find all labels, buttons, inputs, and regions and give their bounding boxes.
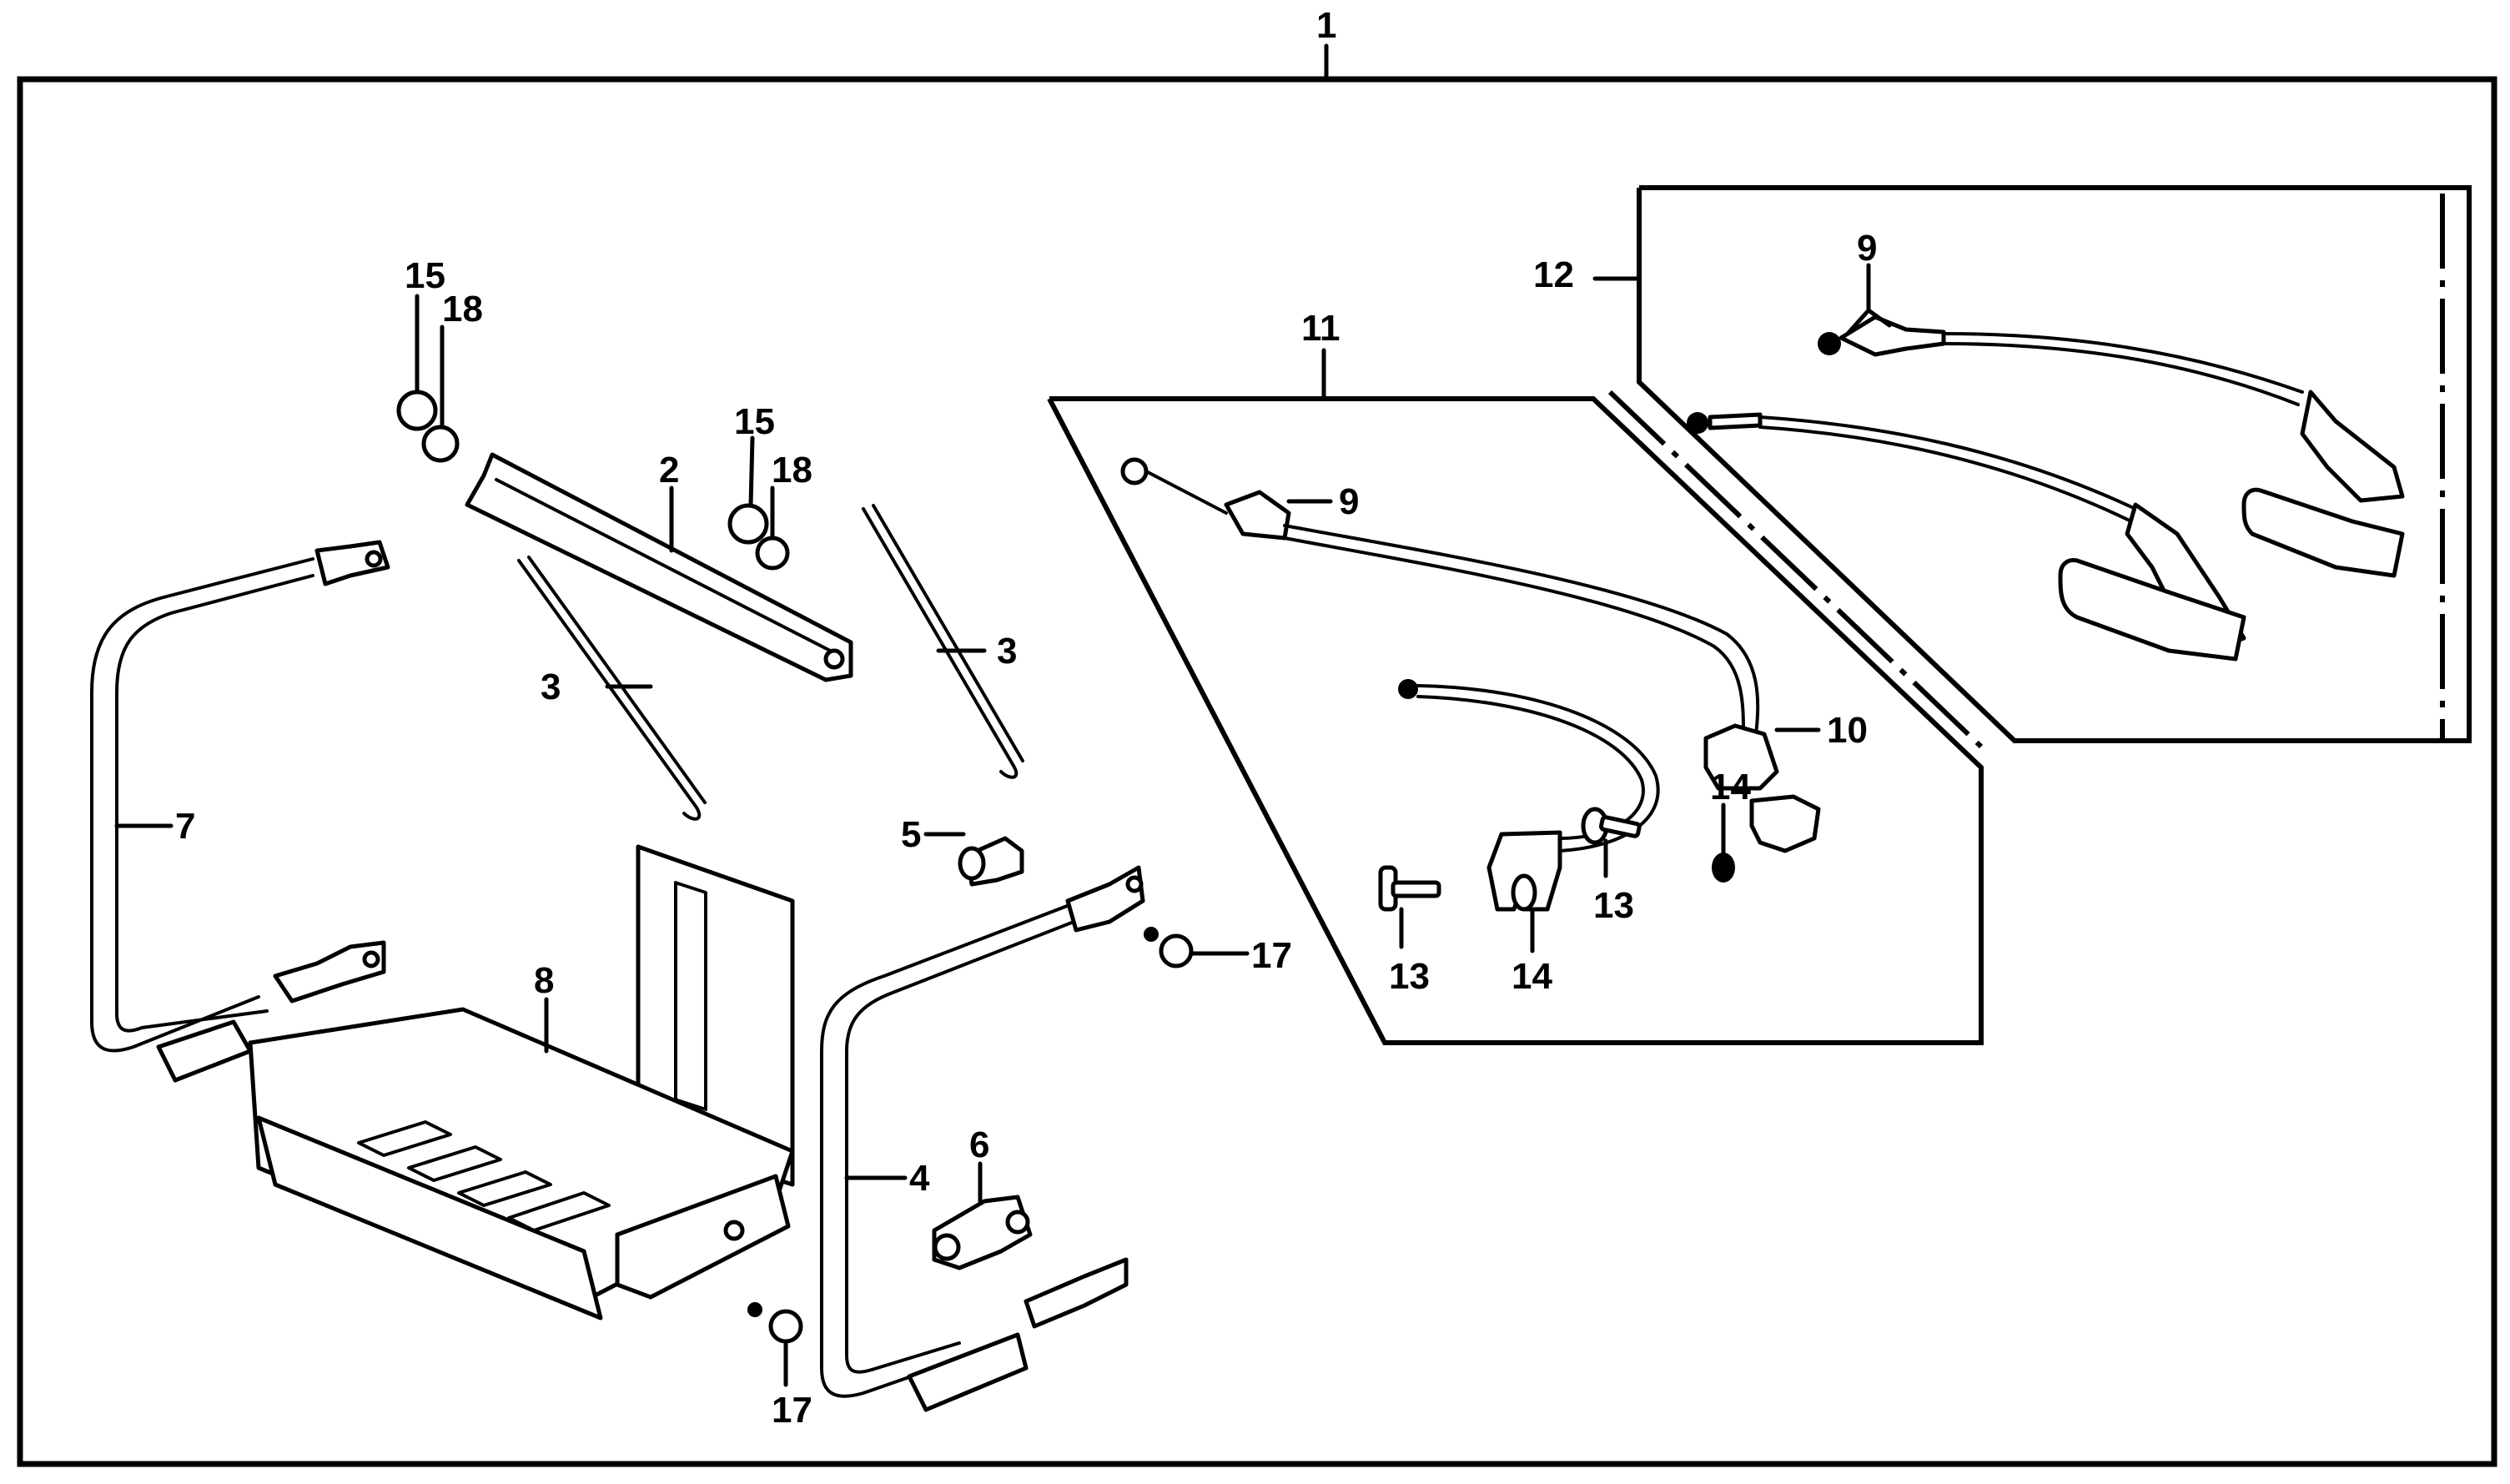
label-8: 8: [534, 960, 554, 1001]
label-15-b: 15: [734, 401, 775, 442]
label-2: 2: [659, 450, 679, 490]
label-17-lower: 17: [772, 1390, 812, 1431]
label-11: 11: [1301, 308, 1341, 349]
jumper-cable-upper: [1818, 314, 2405, 578]
label-13-left: 13: [1389, 956, 1430, 997]
nut-washer-a: 15 18: [396, 255, 483, 463]
battery-cable-positive: [1120, 457, 1821, 853]
label-5: 5: [901, 814, 921, 855]
label-18-a: 18: [442, 289, 483, 329]
bracket-right: 4: [820, 865, 1145, 1412]
label-9-jumper: 9: [1857, 228, 1877, 269]
label-17-upper: 17: [1251, 935, 1292, 976]
label-3-right: 3: [997, 631, 1017, 672]
label-18-b: 18: [772, 450, 812, 490]
label-4: 4: [909, 1158, 930, 1199]
bolt-13-left: 13: [1378, 865, 1441, 997]
label-6: 6: [969, 1124, 989, 1165]
label-14-right: 14: [1710, 767, 1751, 807]
holder-plate: 2: [465, 450, 853, 682]
label-13-right: 13: [1593, 885, 1634, 926]
bolt-17-lower: 17: [747, 1302, 812, 1431]
nut-14-right: 14: [1710, 767, 1751, 883]
battery-cable-box: 11: [1047, 308, 1984, 1045]
jumper-cable-lower: [1687, 412, 2246, 662]
label-14-left: 14: [1512, 956, 1552, 997]
clamp-6: 6: [932, 1124, 1033, 1270]
nut-washer-b: 15 18: [727, 401, 812, 571]
bolt-13-right: 13: [1581, 807, 1642, 926]
assembly-frame: [17, 76, 2497, 1467]
label-3-left: 3: [541, 667, 561, 707]
bracket-left: 7: [90, 540, 390, 1083]
label-15-a: 15: [405, 255, 445, 296]
clamp-5: 5: [901, 814, 1024, 887]
bolt-17-upper: 17: [1144, 927, 1292, 976]
label-12: 12: [1533, 254, 1574, 295]
label-9-battery: 9: [1339, 481, 1359, 522]
label-7: 7: [175, 806, 195, 847]
label-10: 10: [1827, 710, 1868, 751]
hold-down-rod-left: 3: [517, 556, 707, 821]
jumper-cable-box: 12: [1533, 185, 2472, 749]
hold-down-rod-right: 3: [862, 504, 1024, 779]
nut-14-left: 14: [1511, 873, 1552, 997]
battery-tray: 8: [248, 844, 795, 1321]
label-1: 1: [1316, 5, 1336, 46]
